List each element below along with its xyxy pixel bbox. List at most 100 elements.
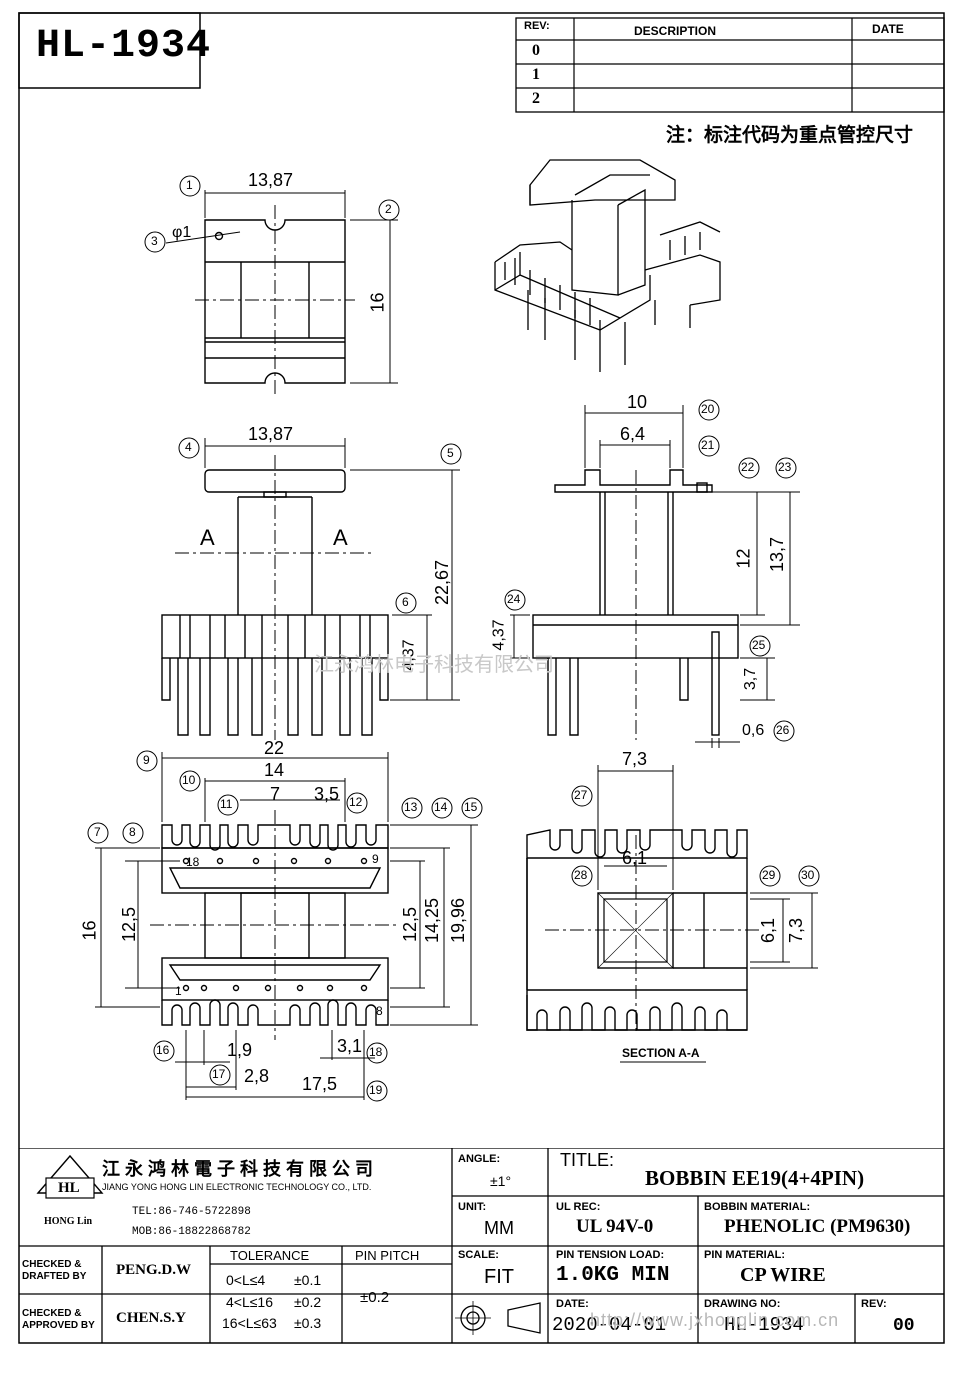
callout-9: 9: [143, 753, 150, 767]
callout-29: 29: [762, 868, 776, 882]
section-mark-left: A: [200, 525, 215, 550]
section-a-a: [526, 765, 818, 1063]
callout-21: 21: [701, 438, 715, 452]
bottom-dim-14-25: 14,25: [422, 897, 443, 944]
callout-6: 6: [402, 595, 409, 609]
callout-10: 10: [182, 773, 196, 787]
bottom-dim-2-8: 2,8: [244, 1066, 270, 1086]
callout-25: 25: [752, 638, 766, 652]
isometric-view: [494, 159, 721, 372]
bobbin-material-label: BOBBIN MATERIAL:: [704, 1201, 811, 1213]
bottom-dim-19-96: 19,96: [448, 897, 469, 944]
side-dim-3-7: 3,7: [742, 667, 760, 691]
title-value: BOBBIN EE19(4+4PIN): [645, 1166, 865, 1190]
callout-24: 24: [507, 592, 521, 606]
callout-13: 13: [404, 800, 418, 814]
callout-26: 26: [776, 723, 790, 737]
company-name-cn: 江 永 鸿 林 電 子 科 技 有 限 公 司: [102, 1159, 374, 1179]
tolerance-label: TOLERANCE: [230, 1248, 310, 1263]
scale-label: SCALE:: [458, 1249, 499, 1261]
tol-value-3: ±0.3: [294, 1315, 322, 1331]
unit-value: MM: [484, 1218, 514, 1238]
callout-22: 22: [741, 460, 755, 474]
front-view: [161, 438, 460, 740]
callout-17: 17: [212, 1067, 226, 1081]
checked-drafted-label: CHECKED & DRAFTED BY: [22, 1259, 87, 1282]
side-dim-10: 10: [627, 392, 648, 412]
pin-label-9: 9: [372, 852, 379, 866]
rev-column-header: REV:: [524, 20, 550, 32]
front-width-dim: 13,87: [248, 424, 294, 444]
callout-28: 28: [574, 868, 588, 882]
callout-3: 3: [151, 234, 158, 248]
side-dim-4-37: 4,37: [490, 619, 508, 651]
bottom-dim-12-5-right: 12,5: [400, 906, 421, 943]
rev-row-2: 2: [532, 90, 540, 107]
callout-16: 16: [156, 1043, 170, 1057]
company-mob: MOB:86-18822868782: [132, 1226, 251, 1238]
callout-27: 27: [574, 788, 588, 802]
pin-pitch-label: PIN PITCH: [355, 1248, 420, 1263]
section-dim-6-1-v: 6,1: [758, 917, 779, 944]
tol-range-2: 4<L≤16: [226, 1294, 274, 1310]
engineering-views: [87, 159, 820, 1102]
callout-30: 30: [801, 868, 815, 882]
callout-balloons: [87, 175, 820, 1102]
callout-8: 8: [129, 825, 136, 839]
section-caption: SECTION A-A: [622, 1046, 700, 1060]
description-column-header: DESCRIPTION: [634, 24, 717, 38]
callout-19: 19: [369, 1083, 383, 1097]
angle-label: ANGLE:: [458, 1153, 501, 1165]
section-mark-right: A: [333, 525, 348, 550]
date-column-header: DATE: [872, 22, 904, 36]
pin-tension-value: 1.0KG MIN: [556, 1264, 670, 1287]
callout-2: 2: [385, 202, 392, 216]
side-view: [510, 405, 800, 748]
company-logo: HL: [58, 1180, 80, 1196]
bottom-dim-1-9: 1,9: [227, 1040, 253, 1060]
bottom-dim-17-5: 17,5: [302, 1074, 338, 1094]
tol-range-3: 16<L≤63: [222, 1315, 277, 1331]
pin-pitch-value: ±0.2: [360, 1289, 390, 1306]
date-label: DATE:: [556, 1298, 589, 1310]
rev-row-1: 1: [532, 66, 540, 83]
section-dim-6-1: 6,1: [622, 848, 648, 868]
side-dim-0-6: 0,6: [742, 722, 765, 739]
title-label: TITLE:: [560, 1150, 615, 1170]
callout-11: 11: [220, 797, 233, 811]
company-watermark: 江永鸿林电子科技有限公司: [314, 654, 554, 676]
bottom-dim-7: 7: [270, 784, 281, 804]
company-logo-sub: HONG Lin: [44, 1216, 93, 1227]
bottom-dim-12-5-left: 12,5: [119, 906, 140, 943]
bottom-dim-16: 16: [79, 920, 100, 941]
side-dim-13-7: 13,7: [767, 536, 788, 573]
angle-value: ±1°: [490, 1173, 512, 1189]
callout-1: 1: [186, 178, 193, 192]
callout-23: 23: [778, 460, 792, 474]
bobbin-material-value: PHENOLIC (PM9630): [724, 1216, 911, 1237]
front-height-dim: 22,67: [432, 559, 453, 606]
bottom-dim-22: 22: [264, 738, 285, 758]
callout-12: 12: [349, 795, 363, 809]
section-dim-7-3: 7,3: [622, 749, 648, 769]
top-width-dim: 13,87: [248, 170, 294, 190]
scale-value: FIT: [484, 1266, 514, 1288]
callout-4: 4: [185, 440, 192, 454]
top-height-dim: 16: [367, 292, 388, 313]
callout-18: 18: [369, 1045, 383, 1059]
callout-5: 5: [447, 446, 454, 460]
rev-row-0: 0: [532, 42, 540, 59]
tol-value-2: ±0.2: [294, 1294, 322, 1310]
web-watermark: http://www.jxhonglin.com.cn: [590, 1310, 840, 1330]
title-block-grid: [19, 1148, 944, 1343]
callout-20: 20: [701, 402, 715, 416]
callout-14: 14: [434, 800, 448, 814]
part-number: HL-1934: [36, 24, 212, 69]
hole-dim: φ1: [172, 224, 192, 241]
pin-label-1: 1: [175, 984, 182, 998]
drawing-no-label: DRAWING NO:: [704, 1298, 781, 1310]
section-dim-7-3-v: 7,3: [786, 917, 807, 944]
tol-value-1: ±0.1: [294, 1272, 322, 1288]
side-dim-6-4: 6,4: [620, 424, 646, 444]
